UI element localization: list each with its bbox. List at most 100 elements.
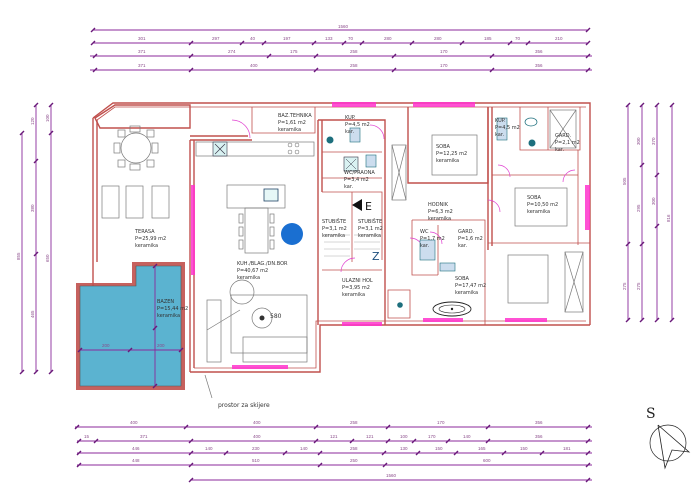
svg-text:P=2,1 m2: P=2,1 m2 — [555, 140, 580, 146]
dim-label: 816 — [666, 214, 671, 222]
svg-text:GARD.: GARD. — [555, 133, 572, 139]
svg-text:P=12,25 m2: P=12,25 m2 — [436, 151, 467, 157]
dim-label: 120 — [30, 117, 35, 125]
svg-text:P=4,5 m2: P=4,5 m2 — [495, 125, 520, 131]
dim-label: 356 — [535, 49, 543, 54]
svg-text:P=17,47 m2: P=17,47 m2 — [455, 283, 486, 289]
svg-text:KUH./BLAG./DN.BOR: KUH./BLAG./DN.BOR — [237, 261, 288, 267]
svg-text:SOBA: SOBA — [436, 144, 451, 150]
dim-label: 465 — [30, 310, 35, 318]
dim-label: 275 — [636, 282, 641, 290]
room-stubiste2: STUBIŠTE P=3,1 m2 keramika — [358, 218, 383, 239]
dim-label: 448 — [132, 458, 140, 463]
dim-label: 200 — [157, 343, 165, 348]
svg-text:P=1,7 m2: P=1,7 m2 — [420, 236, 445, 242]
dim-label: 197 — [283, 36, 291, 41]
room-garderoba2: GARD. P=2,1 m2 kar. — [555, 133, 580, 153]
bottom-dimension-chains: 400 400 258 170 356 15 371 400 121 121 1… — [74, 420, 592, 483]
svg-text:P=3,95 m2: P=3,95 m2 — [342, 285, 370, 291]
room-kup1: KUP. P=4,5 m2 kar. — [345, 115, 370, 135]
svg-text:keramika: keramika — [527, 209, 550, 215]
dim-top-overall: 1560 — [338, 24, 349, 29]
room-stubiste1: STUBIŠTE P=3,1 m2 keramika — [322, 218, 347, 239]
room-wc-praona: WC/PRAONA P=3,4 m2 kar. — [344, 170, 375, 190]
svg-text:keramika: keramika — [358, 233, 381, 239]
dim-label: 356 — [535, 434, 543, 439]
svg-text:SOBA: SOBA — [527, 195, 542, 201]
svg-text:P=40,67 m2: P=40,67 m2 — [237, 268, 268, 274]
dim-label: 133 — [325, 36, 333, 41]
dim-label: 301 — [138, 36, 146, 41]
compass-icon: S — [646, 406, 691, 470]
dim-label: 400 — [253, 434, 261, 439]
svg-text:keramika: keramika — [436, 158, 459, 164]
svg-text:keramika: keramika — [237, 275, 260, 281]
svg-text:GARD.: GARD. — [458, 229, 475, 235]
dim-label: 380 — [30, 204, 35, 212]
svg-text:P=3,1 m2: P=3,1 m2 — [358, 226, 383, 232]
room-garderoba1: GARD. P=1,6 m2 kar. — [458, 229, 483, 249]
dim-label: 70 — [348, 36, 354, 41]
dim-label: 274 — [228, 49, 236, 54]
dim-label: 100 — [45, 114, 50, 122]
dim-label: 140 — [300, 446, 308, 451]
dim-label: 400 — [130, 420, 138, 425]
dim-label: 600 — [483, 458, 491, 463]
dim-label: 855 — [16, 252, 21, 260]
entrance-arrow-icon — [352, 199, 362, 211]
dim-label: 371 — [138, 49, 146, 54]
dim-label: 446 — [132, 446, 140, 451]
dim-label: 400 — [250, 63, 258, 68]
svg-text:P=1,6 m2: P=1,6 m2 — [458, 236, 483, 242]
svg-text:TERASA: TERASA — [134, 229, 155, 235]
svg-text:keramika: keramika — [278, 127, 301, 133]
svg-text:WC: WC — [420, 229, 429, 235]
dim-label: 275 — [622, 282, 627, 290]
svg-text:keramika: keramika — [342, 292, 365, 298]
dim-label: 170 — [440, 49, 448, 54]
svg-text:P=3,4 m2: P=3,4 m2 — [344, 177, 369, 183]
dim-label: 150 — [435, 446, 443, 451]
ski-storage-note: prostor za skijere — [218, 402, 270, 409]
room-hodnik: HODNIK P=6,3 m2 keramika — [428, 202, 453, 222]
dim-label: 297 — [212, 36, 220, 41]
room-ulazni-hol: ULAZNI HOL P=3,95 m2 keramika — [342, 278, 373, 298]
room-bazen: BAZEN P=15,44 m2 keramika — [157, 299, 188, 319]
dim-label: 505 — [622, 177, 627, 185]
dim-label: 400 — [253, 420, 261, 425]
dim-label: 15 — [84, 434, 90, 439]
svg-text:BAZEN: BAZEN — [157, 299, 174, 305]
dim-label: 140 — [463, 434, 471, 439]
room-terasa: TERASA P=25,99 m2 keramika — [134, 229, 166, 249]
right-dimension-chains: 505 275 300 295 275 370 300 816 — [622, 102, 675, 323]
svg-text:P=25,99 m2: P=25,99 m2 — [135, 236, 166, 242]
dim-label: 371 — [138, 63, 146, 68]
dim-label: 170 — [428, 434, 436, 439]
svg-text:ULAZNI HOL: ULAZNI HOL — [342, 278, 373, 284]
dim-label: 280 — [434, 36, 442, 41]
dim-label: 280 — [384, 36, 392, 41]
svg-text:SOBA: SOBA — [455, 276, 470, 282]
svg-text:kar.: kar. — [344, 184, 353, 190]
dim-label: 371 — [140, 434, 148, 439]
dim-label: 1560 — [386, 473, 397, 478]
svg-text:BAZ.TEHNIKA: BAZ.TEHNIKA — [278, 113, 312, 119]
dim-label: 258 — [350, 420, 358, 425]
svg-text:kar.: kar. — [458, 243, 467, 249]
dim-label: 40 — [250, 36, 256, 41]
compass-label: S — [646, 406, 656, 422]
left-dimension-chains: 855 120 380 465 100 650 — [16, 102, 54, 375]
dim-label: 170 — [440, 63, 448, 68]
top-dimension-chains: 1560 301 297 40 197 133 70 280 280 185 7… — [90, 24, 592, 73]
dim-label: 250 — [350, 458, 358, 463]
openings — [191, 102, 590, 369]
svg-text:keramika: keramika — [157, 313, 180, 319]
dim-label: 200 — [102, 343, 110, 348]
stair-marker: Z — [372, 250, 380, 263]
svg-text:keramika: keramika — [428, 216, 451, 222]
dim-label: 300 — [651, 197, 656, 205]
room-kup2: KUP. P=4,5 m2 kar. — [495, 118, 520, 138]
dining-table-round — [120, 132, 152, 164]
room-wc2: WC P=1,7 m2 kar. — [420, 229, 445, 249]
pool: 200 200 — [76, 262, 185, 390]
